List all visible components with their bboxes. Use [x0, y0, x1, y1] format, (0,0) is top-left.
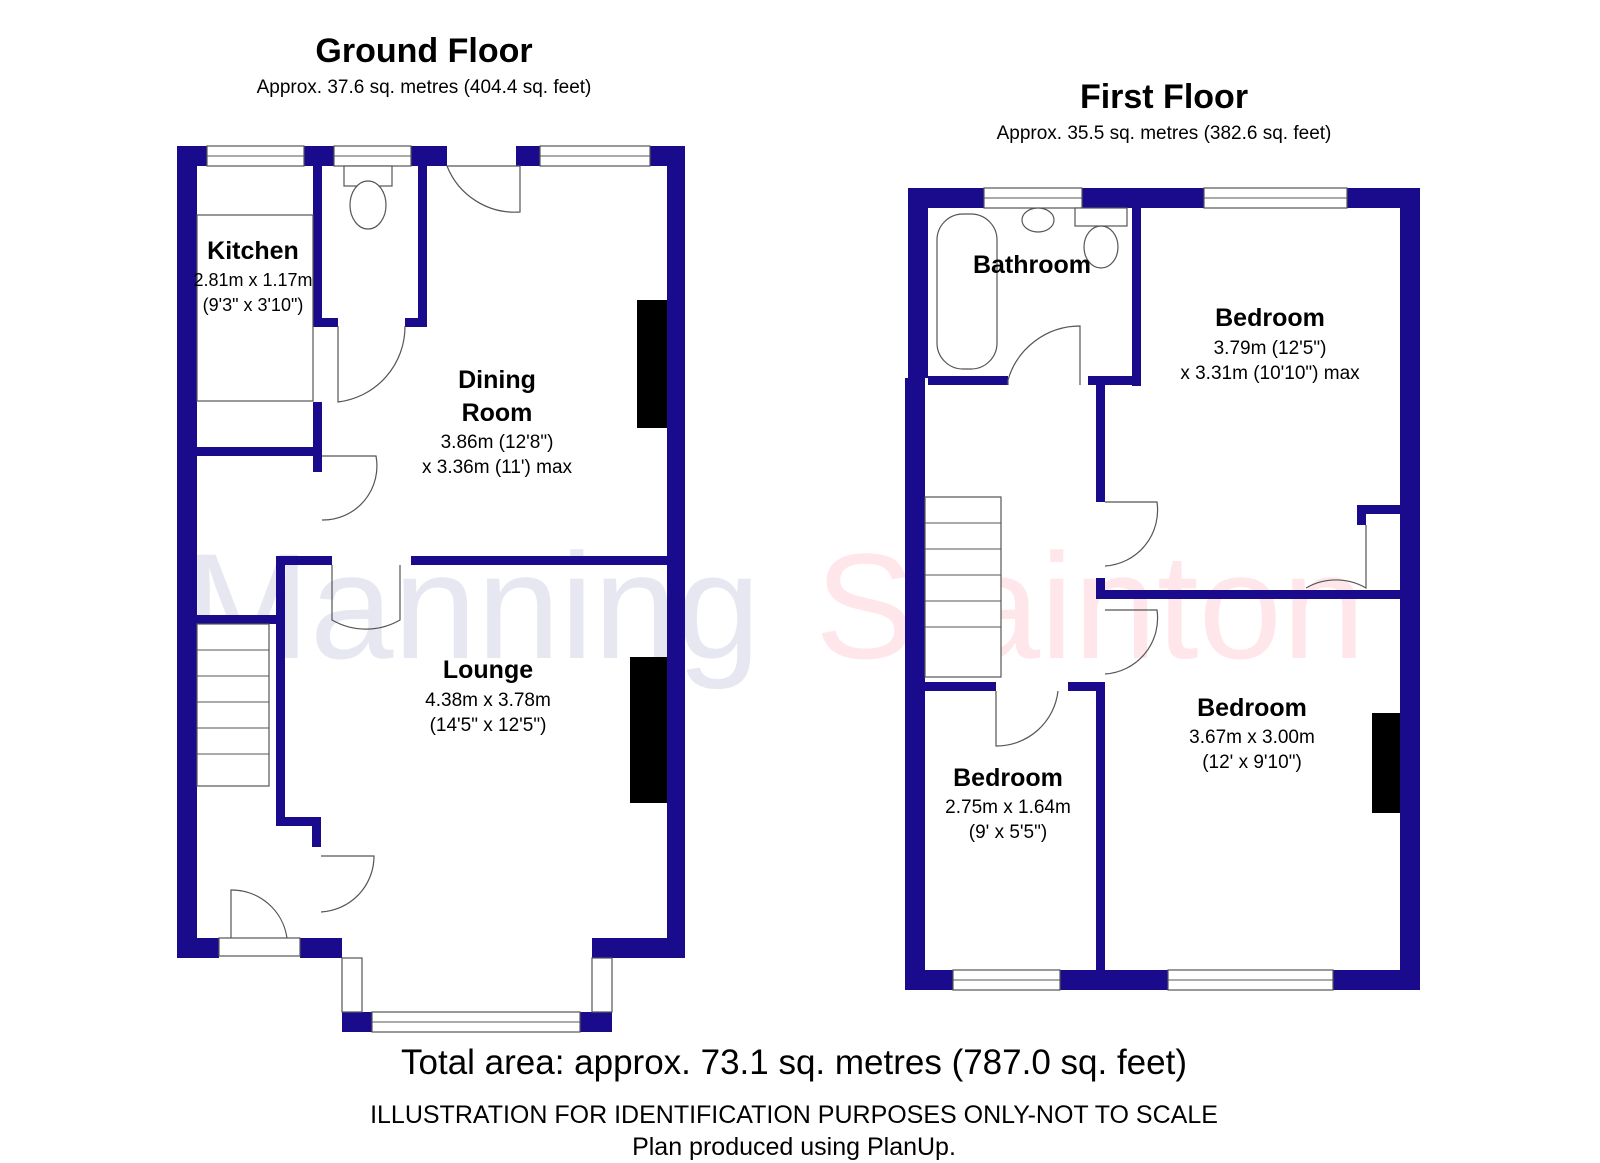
- gf-wall-lounge: [276, 556, 332, 565]
- gf-front-step: [218, 937, 301, 957]
- lounge-dim1: 4.38m x 3.78m: [425, 690, 551, 711]
- gf-wall-bottom: [592, 938, 685, 958]
- ff-basin: [1021, 207, 1055, 233]
- gf-kitchen-units: [196, 214, 314, 402]
- lounge-name: Lounge: [443, 656, 533, 684]
- ff-title: First Floor: [1080, 78, 1248, 116]
- ground-floor-plan: [177, 145, 685, 1033]
- ff-stairs: [924, 496, 1002, 678]
- ff-wall-bottom: [905, 970, 953, 990]
- ff-chimney-breast: [1372, 713, 1400, 813]
- ff-bed3-door: [995, 690, 1059, 747]
- ff-wall-bottom: [1333, 970, 1420, 990]
- bathroom-name: Bathroom: [973, 251, 1091, 279]
- ff-wall-bath: [1132, 208, 1141, 386]
- gf-chimney-breast: [630, 657, 667, 803]
- bedroom2-dim2: (12' x 9'10"): [1202, 752, 1302, 773]
- ff-wc-bowl: [1083, 225, 1119, 269]
- kitchen-name: Kitchen: [207, 237, 299, 265]
- dining-name1: Dining: [458, 366, 536, 394]
- gf-chimney-breast: [637, 300, 667, 428]
- gf-wall-wc: [313, 146, 322, 326]
- bedroom2-dim1: 3.67m x 3.00m: [1189, 727, 1315, 748]
- ff-wall-left: [908, 188, 928, 378]
- disclaimer: ILLUSTRATION FOR IDENTIFICATION PURPOSES…: [370, 1101, 1218, 1129]
- lounge-dim2: (14'5" x 12'5"): [430, 715, 547, 736]
- watermark: Manning Stainton: [185, 522, 1365, 690]
- ff-wc-cistern: [1074, 207, 1128, 227]
- bedroom3-dim1: 2.75m x 1.64m: [945, 797, 1071, 818]
- ff-bath: [936, 213, 998, 370]
- ff-wall-cupboard: [1357, 505, 1366, 525]
- ff-wall-bed3: [1068, 682, 1105, 691]
- ff-wall-top: [1082, 188, 1204, 208]
- gf-wall-top: [177, 146, 207, 166]
- ff-wall-bottom: [1060, 970, 1168, 990]
- gf-wall-stairs: [276, 556, 285, 826]
- gf-lounge-door: [331, 565, 401, 630]
- first-floor-plan: [905, 187, 1420, 991]
- ff-wall-right: [1400, 188, 1420, 990]
- gf-wall-top: [516, 146, 540, 166]
- watermark-part2: Stainton: [815, 522, 1365, 690]
- gf-wall-hall: [276, 817, 321, 826]
- ff-wall-left: [905, 378, 925, 990]
- gf-wc-door: [337, 325, 406, 403]
- ff-area: Approx. 35.5 sq. metres (382.6 sq. feet): [997, 123, 1332, 144]
- gf-wall-wc: [313, 318, 338, 327]
- ff-wall-bed1: [1096, 376, 1105, 502]
- total-area: Total area: approx. 73.1 sq. metres (787…: [401, 1043, 1187, 1082]
- gf-wall-hall: [312, 817, 321, 847]
- ff-wall-bed1: [1096, 578, 1105, 590]
- gf-bay-wall: [580, 1012, 612, 1032]
- bedroom3-dim2: (9' x 5'5"): [969, 822, 1047, 843]
- kitchen-dim2: (9'3" x 3'10"): [203, 295, 304, 315]
- produced-by: Plan produced using PlanUp.: [632, 1133, 956, 1161]
- ff-bed1-door: [1104, 501, 1159, 567]
- ff-wall-bed3: [925, 682, 996, 691]
- ff-wall-bath: [928, 376, 1008, 385]
- gf-stairs: [196, 623, 270, 787]
- gf-wall-right: [667, 146, 685, 958]
- gf-bay-wall: [342, 1012, 372, 1032]
- gf-bay-window-side: [591, 957, 613, 1013]
- bedroom1-dim1: 3.79m (12'5"): [1214, 338, 1327, 359]
- kitchen-dim1: 2.81m x 1.17m: [193, 270, 312, 290]
- ff-wall-bed2: [1096, 682, 1105, 970]
- gf-back-door: [446, 165, 521, 213]
- gf-wall-bottom: [300, 938, 342, 958]
- dining-dim2: x 3.36m (11') max: [422, 457, 573, 478]
- ff-bed2-door: [1104, 609, 1159, 675]
- gf-wall-stairs: [197, 615, 276, 624]
- gf-wc-bowl: [349, 180, 387, 230]
- bedroom1-dim2: x 3.31m (10'10") max: [1180, 363, 1360, 384]
- dining-dim1: 3.86m (12'8"): [441, 432, 554, 453]
- gf-bay-window-side: [341, 957, 363, 1013]
- gf-wall-lounge: [411, 556, 667, 565]
- gf-wall-left: [177, 146, 197, 958]
- gf-hall-door: [320, 855, 375, 913]
- gf-wall-bottom: [177, 938, 219, 958]
- gf-wall-wc: [418, 146, 427, 326]
- bedroom1-name: Bedroom: [1215, 304, 1325, 332]
- ff-bath-door: [1007, 325, 1081, 385]
- dining-name2: Room: [462, 399, 533, 427]
- gf-dining-door: [321, 455, 378, 521]
- gf-wall-wc: [405, 318, 427, 327]
- gf-area: Approx. 37.6 sq. metres (404.4 sq. feet): [257, 77, 592, 98]
- gf-title: Ground Floor: [315, 32, 532, 70]
- gf-front-door: [230, 889, 288, 939]
- bedroom3-name: Bedroom: [953, 764, 1063, 792]
- ff-cupboard-door: [1305, 525, 1367, 590]
- bedroom2-name: Bedroom: [1197, 694, 1307, 722]
- gf-wall-kitchen: [313, 402, 322, 472]
- ff-wall-top: [908, 188, 984, 208]
- gf-wall-top: [411, 146, 447, 166]
- gf-wall-kitchen: [197, 447, 322, 456]
- ff-wall-cupboard: [1357, 505, 1400, 514]
- ff-wall-bath: [1088, 376, 1141, 385]
- ff-wall-bed1: [1096, 590, 1400, 599]
